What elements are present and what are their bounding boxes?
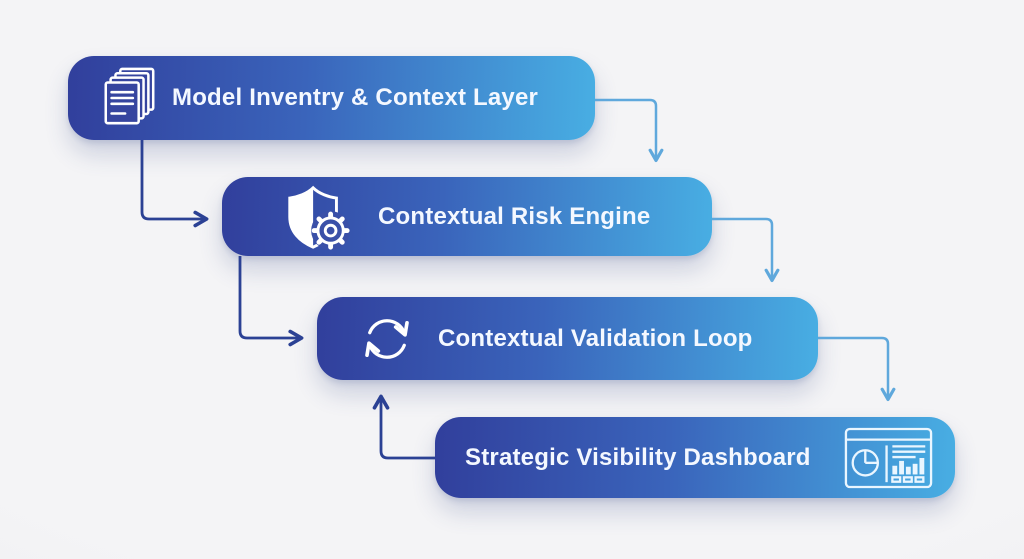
step-label: Contextual Validation Loop	[438, 324, 753, 352]
step-label: Model Inventry & Context Layer	[172, 84, 539, 111]
connector-step4-to-step3-feedback	[372, 394, 435, 460]
connector-step1-to-step2-right	[595, 98, 664, 163]
dashboard-icon	[844, 427, 933, 489]
connector-step2-to-step3-left	[238, 256, 304, 347]
connector-step1-to-step2-left	[140, 140, 209, 228]
connector-step2-to-step3-right	[712, 217, 780, 283]
documents-stack-icon	[98, 67, 160, 129]
step-strategic-visibility-dashboard: Strategic Visibility Dashboard	[435, 417, 955, 498]
sync-arrows-icon	[356, 308, 418, 370]
step-label: Strategic Visibility Dashboard	[465, 443, 811, 471]
step-model-inventory-context-layer: Model Inventry & Context Layer	[68, 56, 595, 140]
shield-gear-icon	[280, 182, 354, 252]
step-contextual-validation-loop: Contextual Validation Loop	[317, 297, 818, 380]
connector-step3-to-step4-right	[818, 336, 896, 402]
step-label: Contextual Risk Engine	[378, 202, 651, 230]
step-contextual-risk-engine: Contextual Risk Engine	[222, 177, 712, 256]
